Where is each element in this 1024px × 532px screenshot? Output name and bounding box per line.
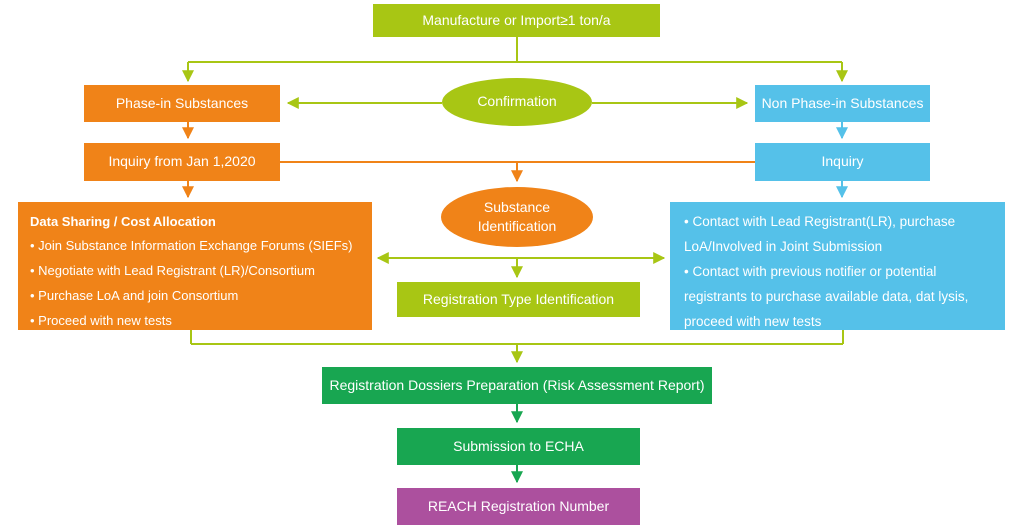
data-sharing-bullet: • Purchase LoA and join Consortium	[30, 288, 239, 303]
non-phase-in-substances-node: Non Phase-in Substances	[755, 85, 930, 122]
inquiry-label: Inquiry	[821, 153, 864, 170]
contact-text-line: LoA/Involved in Joint Submission	[684, 239, 883, 254]
submission-to-echa-node: Submission to ECHA	[397, 428, 640, 465]
reach-registration-number-label: REACH Registration Number	[427, 497, 610, 514]
registration-dossiers-preparation-node: Registration Dossiers Preparation (Risk …	[322, 367, 712, 404]
contact-lead-registrant-node: • Contact with Lead Registrant(LR), purc…	[670, 202, 1005, 330]
confirmation-ellipse: Confirmation	[442, 78, 592, 126]
inquiry-node: Inquiry	[755, 143, 930, 181]
data-sharing-title: Data Sharing / Cost Allocation	[30, 214, 216, 229]
registration-type-identification-node: Registration Type Identification	[397, 282, 640, 317]
data-sharing-bullet: • Join Substance Information Exchange Fo…	[30, 238, 353, 253]
phase-in-substances-label: Phase-in Substances	[115, 94, 249, 111]
inquiry-from-jan-2020-node: Inquiry from Jan 1,2020	[84, 143, 280, 181]
inquiry-from-jan-2020-label: Inquiry from Jan 1,2020	[108, 153, 256, 170]
registration-dossiers-preparation-label: Registration Dossiers Preparation (Risk …	[329, 376, 705, 393]
contact-text-line: proceed with new tests	[684, 314, 822, 329]
substance-identification-label-line1: Substance	[483, 199, 551, 215]
registration-type-identification-label: Registration Type Identification	[422, 290, 615, 307]
substance-identification-ellipse: Substance Identification	[441, 187, 593, 247]
data-sharing-bullet: • Negotiate with Lead Registrant (LR)/Co…	[30, 263, 315, 278]
contact-text-line: • Contact with Lead Registrant(LR), purc…	[684, 214, 956, 229]
non-phase-in-substances-label: Non Phase-in Substances	[761, 94, 924, 111]
manufacture-import-node: Manufacture or Import≥1 ton/a	[373, 4, 660, 37]
phase-in-substances-node: Phase-in Substances	[84, 85, 280, 122]
reach-registration-number-node: REACH Registration Number	[397, 488, 640, 525]
submission-to-echa-label: Submission to ECHA	[453, 437, 584, 454]
contact-text-line: • Contact with previous notifier or pote…	[684, 264, 937, 279]
substance-identification-label-line2: Identification	[477, 218, 557, 234]
confirmation-label: Confirmation	[477, 93, 557, 110]
contact-text-line: registrants to purchase available data, …	[684, 289, 969, 304]
manufacture-import-label: Manufacture or Import≥1 ton/a	[422, 11, 611, 28]
data-sharing-bullet: • Proceed with new tests	[30, 313, 172, 328]
data-sharing-cost-allocation-node: Data Sharing / Cost Allocation • Join Su…	[18, 202, 372, 330]
